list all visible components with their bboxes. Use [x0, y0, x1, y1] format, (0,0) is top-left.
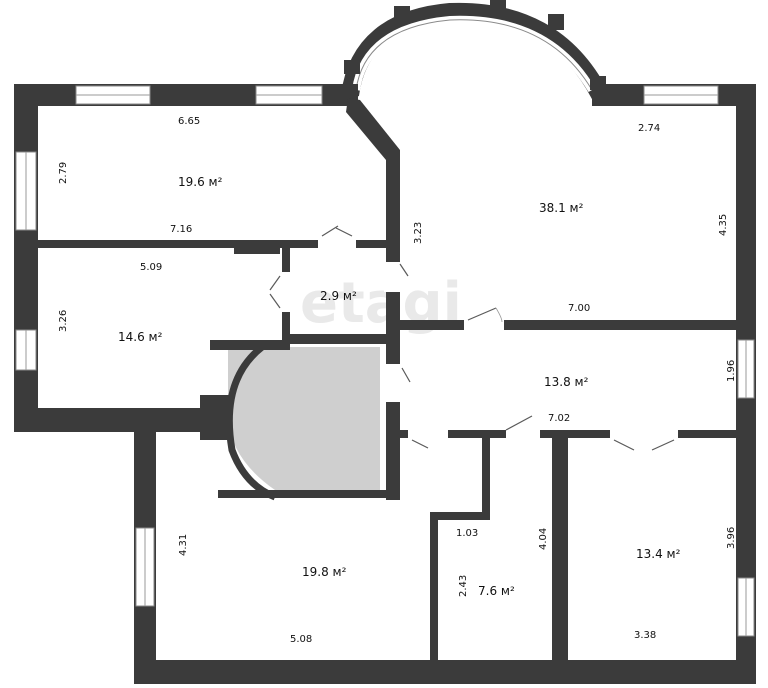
dimension-label: 5.09: [140, 262, 162, 273]
dimension-label: 2.43: [458, 575, 469, 597]
area-label: 13.8 м²: [544, 375, 589, 389]
dimension-label: 3.96: [726, 527, 737, 549]
dimension-label: 4.31: [178, 534, 189, 556]
dimension-label: 2.79: [58, 162, 69, 184]
dimension-label: 4.04: [538, 528, 549, 550]
dimension-label: 3.26: [58, 310, 69, 332]
area-label: 38.1 м²: [539, 201, 584, 215]
area-label: 7.6 м²: [478, 584, 515, 598]
area-label: 2.9 м²: [320, 289, 357, 303]
dimension-label: 4.35: [718, 214, 729, 236]
windows: [15, 85, 755, 637]
dimension-label: 1.96: [726, 360, 737, 382]
dimension-label: 7.02: [548, 413, 570, 424]
dimension-label: 3.38: [634, 630, 656, 641]
dimension-label: 2.74: [638, 123, 660, 134]
bay-window-line: [355, 19, 593, 91]
bay-window-wall: [341, 2, 608, 100]
doors: [269, 225, 678, 451]
stair-curve: [225, 344, 277, 501]
dimension-label: 1.03: [456, 528, 478, 539]
area-label: 14.6 м²: [118, 330, 163, 344]
staircase: [228, 347, 380, 490]
dimension-label: 7.16: [170, 224, 192, 235]
area-label: 19.6 м²: [178, 175, 223, 189]
bay-mullions: [344, 0, 606, 90]
dimension-label: 7.00: [568, 303, 590, 314]
dimension-label: 5.08: [290, 634, 312, 645]
room-labels: 19.6 м² 6.65 2.79 7.16 38.1 м² 2.74 4.35…: [58, 116, 737, 645]
area-label: 13.4 м²: [636, 547, 681, 561]
dimension-label: 6.65: [178, 116, 200, 127]
area-label: 19.8 м²: [302, 565, 347, 579]
dimension-label: 3.23: [413, 222, 424, 244]
